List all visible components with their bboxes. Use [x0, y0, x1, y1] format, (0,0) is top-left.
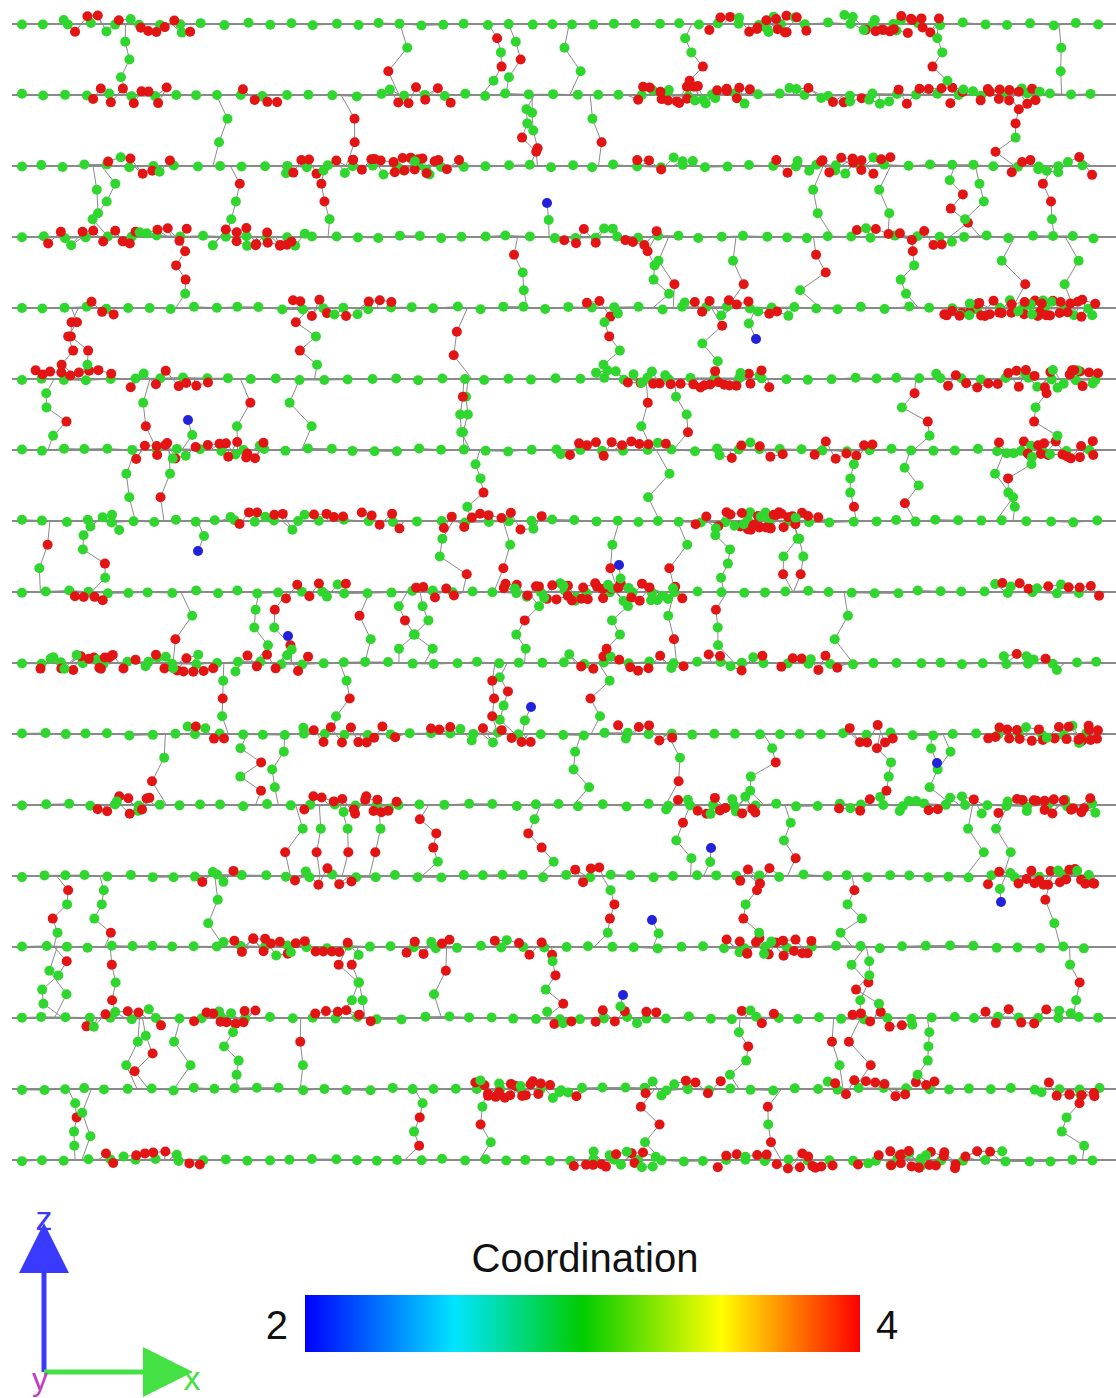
atom-snapshot	[0, 0, 1116, 1398]
figure: zyxCoordination24	[0, 0, 1116, 1398]
